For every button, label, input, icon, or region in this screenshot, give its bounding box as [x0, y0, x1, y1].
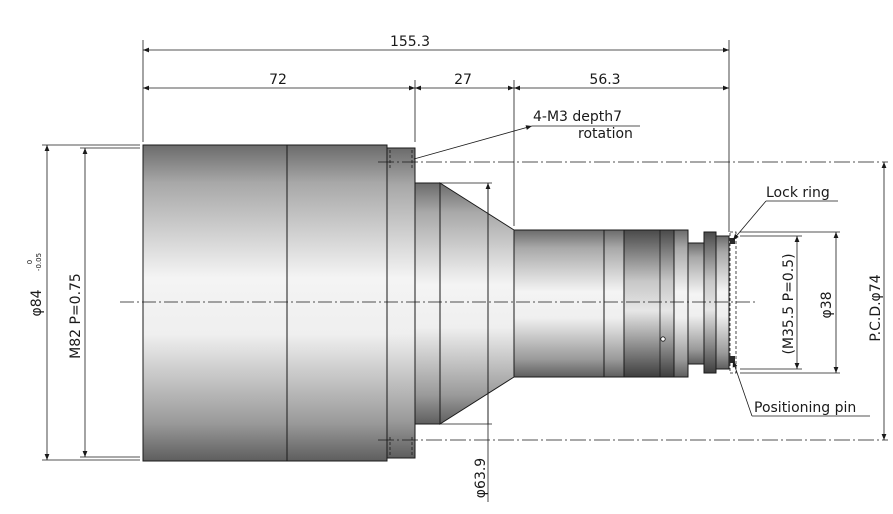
dim-front-section-label: 72 — [269, 72, 287, 88]
dim-middle-section: 27 — [415, 72, 514, 91]
dim-tolerance-lower: -0.05 — [35, 253, 43, 271]
taper-cone — [439, 182, 515, 425]
dim-front-section: 72 — [143, 72, 415, 91]
dim-flange-diameter-label: φ63.9 — [473, 458, 489, 498]
front-barrel-ring — [286, 144, 388, 462]
dim-flange-diameter: φ63.9 — [473, 183, 491, 502]
dim-outer-diameter-label: φ84 — [29, 289, 45, 316]
dim-mount-diameter: φ38 — [819, 232, 839, 373]
positioning-pin-part — [729, 356, 735, 363]
dim-rear-section-label: 56.3 — [589, 72, 620, 88]
groove-ring — [673, 229, 689, 378]
set-screw — [660, 336, 666, 342]
flange — [386, 147, 416, 459]
lock-ring-part — [703, 231, 717, 374]
dim-tolerance-upper: 0 — [26, 260, 34, 264]
dim-middle-section-label: 27 — [454, 72, 472, 88]
callout-screw-line1: 4-M3 depth7 — [533, 109, 622, 125]
callout-positioning-pin-label: Positioning pin — [754, 400, 856, 416]
dim-pcd: P.C.D.φ74 — [868, 162, 887, 440]
focus-ring — [603, 229, 625, 378]
dim-overall-label: 155.3 — [390, 34, 430, 50]
dim-overall: 155.3 — [143, 34, 729, 53]
dim-mount-diameter-label: φ38 — [819, 291, 835, 318]
knurled-ring — [623, 229, 675, 378]
dim-front-thread: M82 P=0.75 — [68, 147, 140, 458]
front-barrel — [142, 144, 288, 462]
dim-pcd-label: P.C.D.φ74 — [868, 274, 884, 341]
dim-mount-thread: (M35.5 P=0.5) — [781, 236, 800, 369]
dim-outer-diameter: φ84 0 -0.05 — [26, 145, 50, 460]
rear-barrel — [513, 229, 605, 378]
lens-body — [142, 144, 737, 462]
mount-part — [715, 235, 730, 370]
dim-rear-section: 56.3 — [514, 72, 729, 91]
step — [414, 182, 441, 425]
callout-lock-ring-label: Lock ring — [766, 185, 830, 201]
callout-screw-line2: rotation — [578, 126, 633, 142]
callout-screw: 4-M3 depth7 rotation — [413, 109, 640, 160]
callout-positioning-pin: Positioning pin — [732, 360, 870, 417]
dim-front-thread-label: M82 P=0.75 — [68, 273, 84, 359]
callout-lock-ring: Lock ring — [732, 185, 838, 241]
dim-mount-thread-label: (M35.5 P=0.5) — [781, 253, 797, 354]
